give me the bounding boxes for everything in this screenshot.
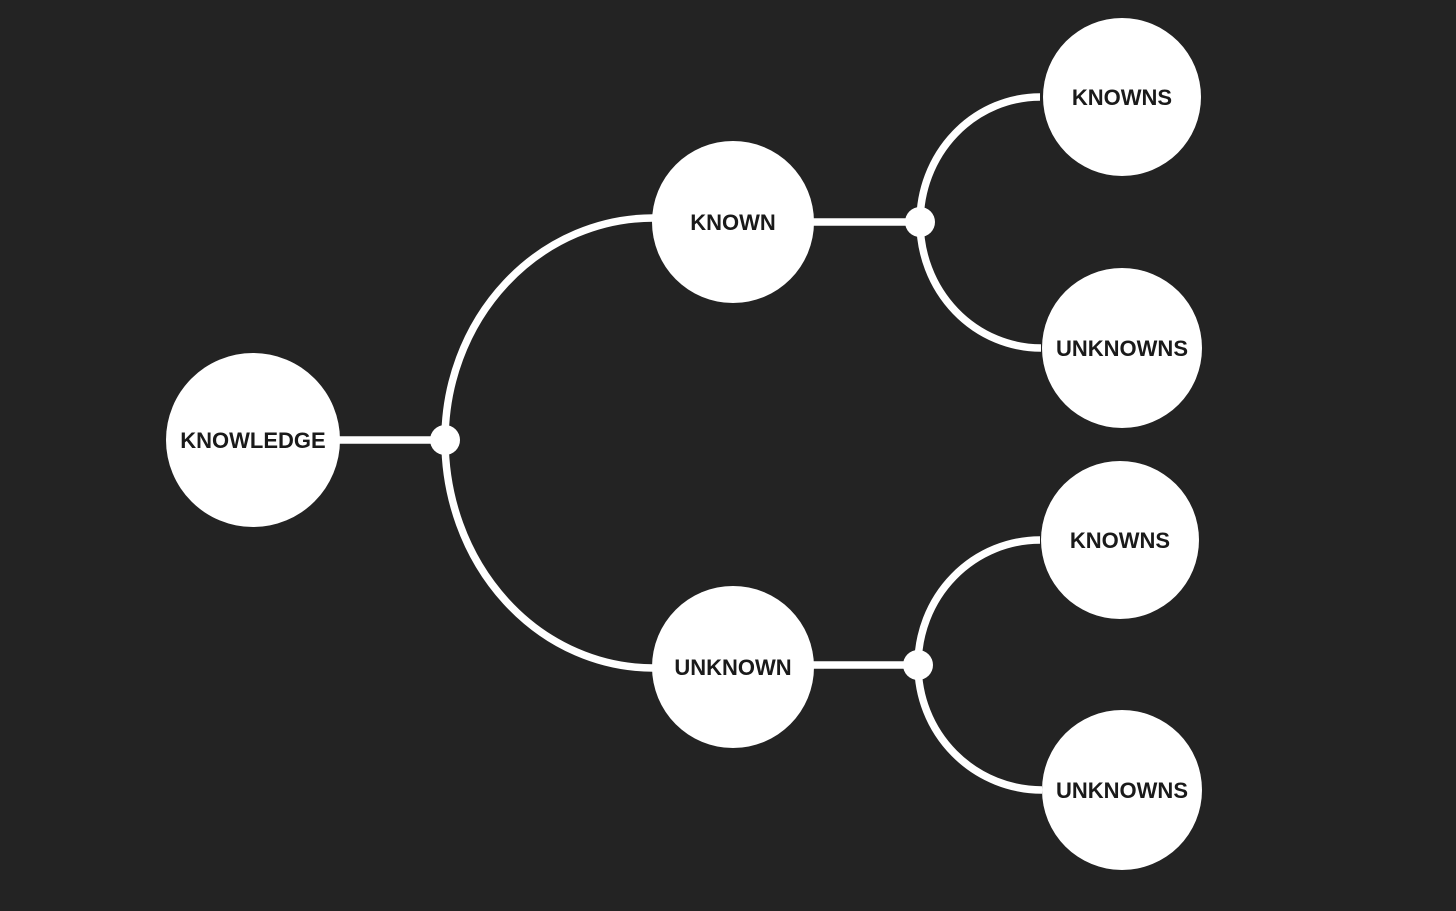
- node-label-known-unknowns: UNKNOWNS: [1056, 336, 1188, 361]
- node-circle-known: [652, 141, 814, 303]
- node-circle-unknown-knowns: [1041, 461, 1199, 619]
- node-label-known: KNOWN: [690, 210, 776, 235]
- node-label-unknown: UNKNOWN: [674, 655, 791, 680]
- connector-root-to-known: [441, 214, 654, 441]
- node-known-knowns: KNOWNS: [1043, 18, 1201, 176]
- node-circle-unknown: [652, 586, 814, 748]
- node-circle-unknown-unknowns: [1042, 710, 1202, 870]
- junction-dot-root: [430, 425, 460, 455]
- connector-known-to-unknowns: [916, 221, 1042, 352]
- node-known-unknowns: UNKNOWNS: [1042, 268, 1202, 428]
- node-unknown-unknowns: UNKNOWNS: [1042, 710, 1202, 870]
- node-label-knowledge: KNOWLEDGE: [180, 428, 325, 453]
- connector-unknown-to-unknowns: [914, 664, 1043, 794]
- node-knowledge: KNOWLEDGE: [166, 353, 340, 527]
- node-unknown-knowns: KNOWNS: [1041, 461, 1199, 619]
- node-unknown: UNKNOWN: [652, 586, 814, 748]
- node-known: KNOWN: [652, 141, 814, 303]
- node-label-unknown-knowns: KNOWNS: [1070, 528, 1170, 553]
- node-circle-knowledge: [166, 353, 340, 527]
- node-circle-known-knowns: [1043, 18, 1201, 176]
- connector-known-to-knowns: [916, 93, 1041, 223]
- node-label-unknown-unknowns: UNKNOWNS: [1056, 778, 1188, 803]
- node-circle-known-unknowns: [1042, 268, 1202, 428]
- connector-unknown-to-knowns: [914, 536, 1041, 666]
- junction-dot-known: [905, 207, 935, 237]
- node-label-known-knowns: KNOWNS: [1072, 85, 1172, 110]
- connector-root-to-unknown: [441, 439, 654, 672]
- junction-dot-unknown: [903, 650, 933, 680]
